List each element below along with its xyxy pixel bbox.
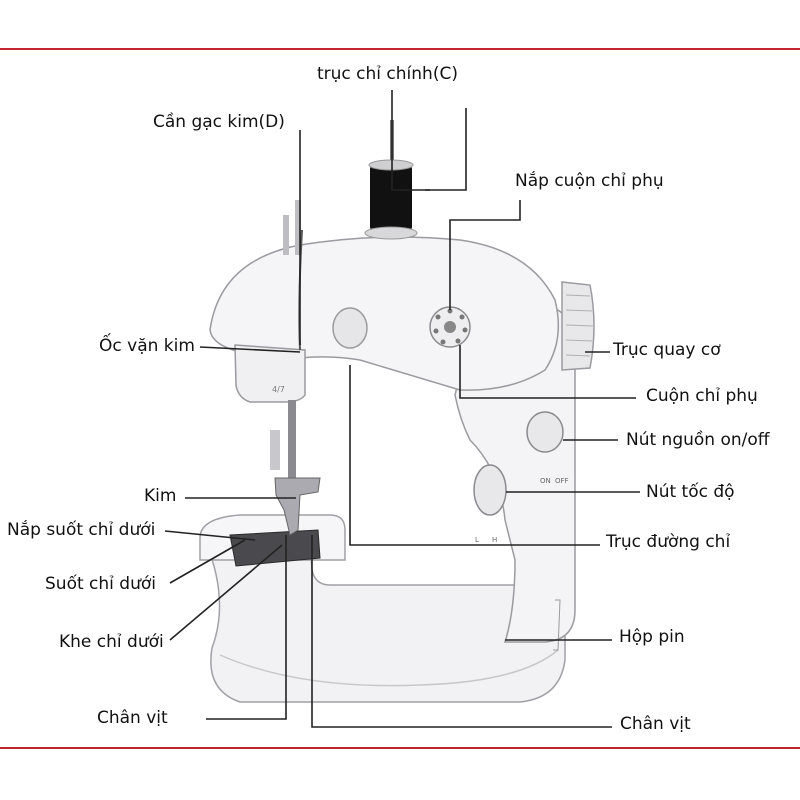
leader-needle-screw: [199, 346, 301, 353]
label-main-spool-pin: trục chỉ chính(C): [317, 64, 458, 84]
label-lower-thread-slot: Khe chỉ dưới: [59, 632, 164, 652]
label-bobbin-cover: Nắp suốt chỉ dưới: [7, 520, 156, 540]
power-switch-shape: [526, 411, 564, 453]
presser-foot-shape: [274, 477, 321, 536]
speed-switch-shape: [473, 464, 507, 516]
label-bobbin-winder-cap: Nắp cuộn chỉ phụ: [515, 171, 664, 191]
label-bobbin: Suốt chỉ dưới: [45, 574, 156, 594]
leader-main-spool-pin: [391, 90, 430, 191]
label-thread-take-up-lever: Cần gạc kim(D): [153, 112, 285, 132]
label-bobbin-winder: Cuộn chỉ phụ: [646, 386, 758, 406]
leader-bobbin: [169, 539, 246, 584]
thread-guide-post: [283, 215, 289, 255]
needle-bar: [288, 400, 296, 485]
leader-bobbin-winder: [459, 345, 636, 399]
head-mark: 4/7: [272, 385, 285, 394]
top-border-line: [0, 48, 800, 50]
handwheel-shape: [561, 281, 595, 371]
speed-low-mark: L: [475, 536, 479, 544]
machine-base: [203, 539, 566, 703]
leader-lines: [164, 90, 640, 728]
leader-bobbin-cover: [164, 530, 256, 541]
power-off-mark: OFF: [555, 477, 569, 485]
label-speed-switch: Nút tốc độ: [646, 482, 735, 502]
leader-presser-foot-right: [311, 535, 612, 728]
label-presser-foot-right: Chân vịt: [620, 714, 691, 734]
power-on-mark: ON: [540, 477, 551, 485]
label-handwheel: Trục quay cơ: [613, 340, 721, 360]
spool-thread: [370, 165, 412, 231]
leader-presser-foot-left: [206, 535, 287, 720]
leader-bobbin-winder-cap: [425, 108, 467, 191]
leader-thread-guide-shaft: [349, 365, 600, 546]
label-power-switch: Nút nguồn on/off: [626, 430, 770, 450]
leader-bobbin-winder-cap-2: [449, 200, 521, 310]
base-shadow: [219, 649, 559, 687]
bottom-border-line: [0, 747, 800, 749]
label-battery-box: Hộp pin: [619, 627, 685, 647]
speed-high-mark: H: [492, 536, 497, 544]
label-needle: Kim: [144, 486, 177, 506]
tension-dial: [332, 307, 368, 349]
label-needle-screw: Ốc vặn kim: [99, 336, 195, 356]
leader-lower-thread-slot: [169, 544, 283, 641]
label-presser-foot-left: Chân vịt: [97, 708, 168, 728]
machine-head: [234, 344, 306, 403]
label-thread-guide-shaft: Trục đường chỉ: [606, 532, 731, 552]
battery-box-seam: [553, 599, 561, 651]
